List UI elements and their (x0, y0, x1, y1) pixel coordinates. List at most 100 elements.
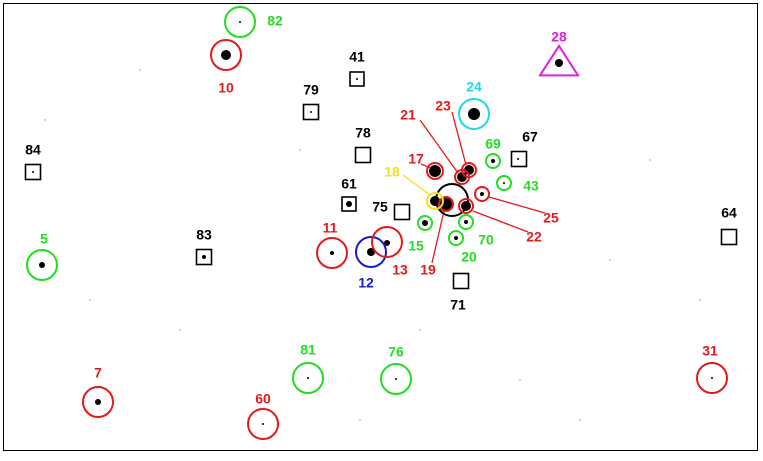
marker-11 (316, 237, 348, 269)
source-blob (356, 78, 358, 80)
label-82: 82 (267, 13, 283, 29)
marker-61 (341, 196, 357, 212)
marker-43 (496, 175, 512, 191)
background-star (649, 159, 651, 161)
background-star (139, 69, 141, 71)
label-18: 18 (384, 164, 400, 180)
label-69: 69 (485, 136, 501, 152)
label-11: 11 (323, 220, 338, 236)
source-blob (221, 50, 231, 60)
marker-22 (458, 198, 474, 214)
leader-23 (451, 111, 467, 166)
marker-28 (538, 44, 580, 77)
source-blob (95, 399, 101, 405)
background-star (299, 149, 301, 151)
leader-22 (472, 210, 529, 233)
label-83: 83 (196, 227, 212, 243)
star-field (32, 21, 713, 425)
marker-18 (426, 192, 444, 210)
marker-24 (458, 98, 490, 130)
source-blob (395, 378, 397, 380)
region-markers (24, 6, 738, 440)
label-12: 12 (358, 275, 374, 291)
source-blob (711, 377, 713, 379)
label-25: 25 (543, 210, 559, 226)
source-blob (307, 377, 309, 379)
source-blob (503, 182, 505, 184)
marker-69 (485, 153, 501, 169)
label-67: 67 (522, 129, 538, 145)
background-star (699, 299, 701, 301)
marker-13 (371, 226, 403, 258)
marker-20 (448, 230, 464, 246)
label-43: 43 (523, 178, 539, 194)
source-blob (330, 251, 334, 255)
source-blob (32, 171, 34, 173)
marker-41 (349, 71, 365, 87)
source-blob (464, 220, 468, 224)
leader-18 (402, 174, 431, 196)
label-64: 64 (721, 205, 737, 221)
label-71: 71 (450, 297, 466, 313)
marker-7 (82, 386, 114, 418)
source-blob (384, 240, 390, 246)
background-star (519, 379, 521, 381)
marker-64 (720, 228, 738, 246)
source-blob (310, 111, 312, 113)
label-70: 70 (478, 232, 494, 248)
source-blob (239, 21, 241, 23)
label-10: 10 (218, 80, 234, 96)
leader-25 (488, 196, 546, 214)
marker-25 (474, 186, 490, 202)
leader-17 (420, 163, 432, 169)
source-blob (346, 201, 352, 207)
label-31: 31 (702, 343, 718, 359)
background-star (359, 419, 361, 421)
marker-10 (210, 39, 242, 71)
label-84: 84 (25, 142, 41, 158)
label-61: 61 (341, 176, 357, 192)
marker-83 (195, 248, 213, 266)
source-blob (468, 108, 480, 120)
background-star (419, 329, 421, 331)
label-5: 5 (40, 231, 48, 247)
marker-71 (452, 272, 470, 290)
source-blob (454, 236, 458, 240)
background-star (579, 419, 581, 421)
label-41: 41 (349, 49, 365, 65)
label-19: 19 (420, 262, 436, 278)
marker-84 (24, 163, 42, 181)
label-76: 76 (388, 344, 404, 360)
background-star (44, 119, 46, 121)
label-21: 21 (400, 107, 416, 123)
source-blob (555, 59, 563, 67)
source-blob (429, 165, 441, 177)
background-star (89, 299, 91, 301)
leader-lines (402, 111, 546, 264)
source-blob (422, 220, 428, 226)
label-13: 13 (392, 262, 408, 278)
source-blob (491, 159, 495, 163)
marker-17 (426, 162, 444, 180)
leader-19 (431, 210, 445, 264)
label-81: 81 (300, 342, 316, 358)
label-20: 20 (461, 249, 477, 265)
label-60: 60 (255, 391, 271, 407)
label-7: 7 (94, 365, 102, 381)
source-blob (262, 423, 264, 425)
label-79: 79 (303, 82, 319, 98)
source-blob (430, 196, 440, 206)
source-blob (480, 192, 484, 196)
marker-60 (247, 408, 279, 440)
label-24: 24 (466, 79, 482, 95)
marker-82 (224, 6, 256, 38)
source-blob (367, 248, 375, 256)
marker-75 (393, 203, 411, 221)
marker-23 (461, 162, 477, 178)
marker-5 (26, 249, 58, 281)
label-22: 22 (526, 229, 542, 245)
marker-70 (458, 214, 474, 230)
marker-76 (380, 363, 412, 395)
